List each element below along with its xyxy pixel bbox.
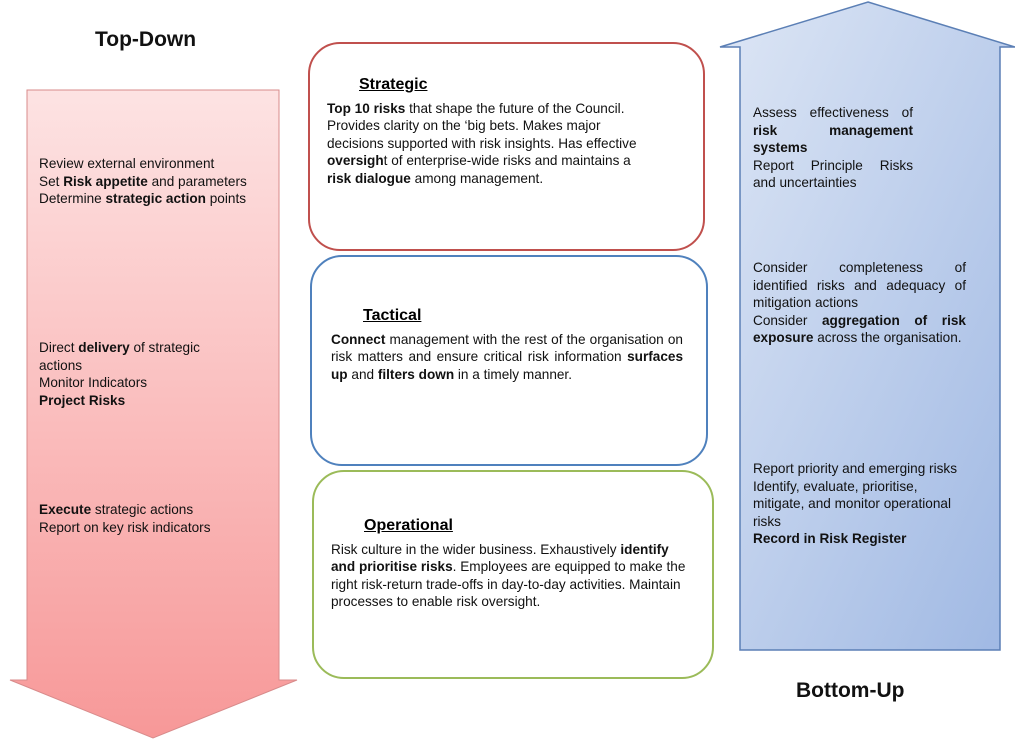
text-line: Connect management with the rest of the … <box>331 331 683 383</box>
bold-text: Project Risks <box>39 392 126 408</box>
bottom-up-group-2: Consider completeness of identified risk… <box>753 259 966 347</box>
text-line: Report on key risk indicators <box>39 519 254 537</box>
bold-text: Execute <box>39 502 92 517</box>
text: across the organisation. <box>813 330 962 346</box>
text: Assess effectiveness of <box>753 105 913 120</box>
text: Review external environment <box>39 156 215 171</box>
text: management with the rest of the organisa… <box>331 332 683 365</box>
text-line: Consider aggregation of risk exposure ac… <box>753 312 966 347</box>
bold-text: delivery <box>78 340 130 355</box>
bottom-up-group-1: Assess effectiveness of risk management … <box>753 104 913 192</box>
bold-text: oversigh <box>327 153 384 169</box>
text: in a timely manner. <box>454 366 572 382</box>
bold-text: Top 10 risks <box>327 101 406 116</box>
text: that shape the future of the Council. Pr… <box>327 101 637 151</box>
text-line: Execute strategic actions <box>39 501 254 519</box>
text-line: Top 10 risks that shape the future of th… <box>327 100 642 187</box>
bold-text: aggregation of risk exposure <box>753 312 966 346</box>
text-line: Identify, evaluate, prioritise, mitigate… <box>753 478 963 531</box>
bold-text: identify and prioritise risks <box>331 542 669 575</box>
text: t of enterprise-wide risks and maintains… <box>383 153 631 169</box>
text-line: Set Risk appetite and parameters <box>39 173 249 191</box>
text: Report on key risk indicators <box>39 519 211 535</box>
text: Consider completeness of identified risk… <box>753 260 966 311</box>
text-line: Monitor Indicators <box>39 374 239 392</box>
text: and parameters <box>147 173 247 189</box>
text-line: Consider completeness of identified risk… <box>753 259 966 312</box>
bold-text: strategic action <box>105 191 206 207</box>
text: Consider <box>753 312 822 328</box>
text: Monitor Indicators <box>39 375 148 391</box>
bold-text: risk management systems <box>753 122 913 156</box>
strategic-title: Strategic <box>359 76 428 93</box>
text-line: Record in Risk Register <box>753 530 963 548</box>
text: Set <box>39 173 64 189</box>
text: . Employees are equipped to make the rig… <box>331 559 686 610</box>
text: Direct <box>39 340 79 355</box>
text: Risk culture in the wider business. Exha… <box>331 542 621 557</box>
strategic-description: Top 10 risks that shape the future of th… <box>327 100 642 187</box>
text-line: Review external environment <box>39 155 249 173</box>
tactical-box: Tactical Connect management with the res… <box>310 255 708 466</box>
bold-text: surfaces up <box>331 349 683 382</box>
text: strategic actions <box>91 502 194 517</box>
text-line: Assess effectiveness of risk management … <box>753 104 913 157</box>
bottom-up-heading: Bottom-Up <box>796 679 905 702</box>
text: among management. <box>410 170 544 186</box>
operational-description: Risk culture in the wider business. Exha… <box>331 541 691 611</box>
tactical-description: Connect management with the rest of the … <box>331 331 683 383</box>
text: of strategic actions <box>39 340 200 373</box>
bold-text: Connect <box>331 332 386 347</box>
bold-text: Risk appetite <box>63 173 148 189</box>
operational-title: Operational <box>364 517 453 534</box>
text: Identify, evaluate, prioritise, mitigate… <box>753 478 951 529</box>
tactical-title: Tactical <box>363 307 422 324</box>
text-line: Report priority and emerging risks <box>753 460 963 478</box>
bold-text: risk dialogue <box>327 170 411 186</box>
operational-box: Operational Risk culture in the wider bu… <box>312 470 714 679</box>
text-line: Report Principle Risks and uncertainties <box>753 157 913 192</box>
strategic-box: Strategic Top 10 risks that shape the fu… <box>308 42 705 251</box>
text: Determine <box>39 191 106 207</box>
text-line: Project Risks <box>39 392 239 410</box>
text: points <box>205 191 247 207</box>
bold-text: Record in Risk Register <box>753 531 907 547</box>
text: and <box>347 366 378 382</box>
text-line: Risk culture in the wider business. Exha… <box>331 541 691 611</box>
text-line: Direct delivery of strategic actions <box>39 339 239 374</box>
bold-text: filters down <box>377 366 455 382</box>
bottom-up-arrow <box>719 1 1015 651</box>
text-line: Determine strategic action points <box>39 190 249 208</box>
top-down-arrow <box>9 89 298 739</box>
text: Report priority and emerging risks <box>753 461 957 476</box>
text: Report Principle Risks and uncertainties <box>753 157 913 191</box>
top-down-heading: Top-Down <box>95 28 197 51</box>
